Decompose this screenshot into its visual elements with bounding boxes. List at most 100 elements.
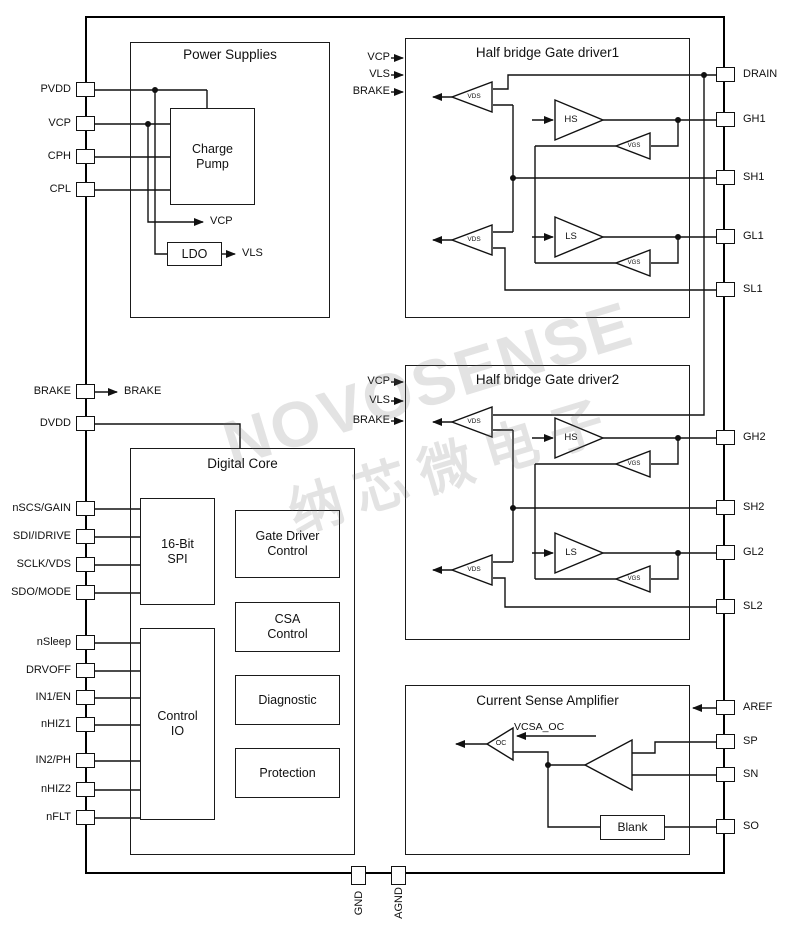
pin-aref: [716, 700, 735, 715]
pin-dvdd: [76, 416, 95, 431]
pin-label-cph: CPH: [47, 150, 71, 162]
pin-nhiz2: [76, 782, 95, 797]
driver1-vls-input-label: VLS: [369, 68, 390, 80]
driver1-vds-ls-comparator-triangle: [450, 223, 493, 257]
brake-signal-label: BRAKE: [124, 385, 162, 397]
gate-driver-control-box: Gate Driver Control: [235, 510, 340, 578]
pin-label-nflt: nFLT: [46, 811, 71, 823]
diagnostic-box: Diagnostic: [235, 675, 340, 725]
driver2-vgs-ls-comparator-triangle: [614, 564, 651, 594]
pin-sh1: [716, 170, 735, 185]
spi-label: 16-Bit SPI: [161, 536, 194, 566]
pin-label-gl2: GL2: [743, 546, 764, 558]
pin-label-sdi-idrive: SDI/IDRIVE: [12, 530, 71, 542]
pin-nflt: [76, 810, 95, 825]
driver1-vds-hs-comparator-triangle: [450, 80, 493, 114]
csa-wires: [455, 704, 718, 828]
driver2-input-arrows: [391, 378, 404, 425]
pin-label-vcp: VCP: [48, 117, 71, 129]
driver1-ls-buffer-triangle: [554, 215, 605, 259]
driver2-brake-input-label: BRAKE: [352, 414, 390, 426]
pin-label-sh1: SH1: [743, 171, 765, 183]
pin-nscs-gain: [76, 501, 95, 516]
ldo-label: LDO: [181, 246, 208, 261]
pin-label-nhiz1: nHIZ1: [41, 718, 71, 730]
ldo-box: LDO: [167, 242, 222, 266]
driver2-ls-label: LS: [565, 547, 577, 558]
driver2-vcp-input-label: VCP: [367, 375, 390, 387]
pin-brake: [76, 384, 95, 399]
pin-pvdd: [76, 82, 95, 97]
driver1-hs-label: HS: [564, 114, 578, 125]
driver1-vgs-ls-comparator-triangle: [614, 248, 651, 278]
pin-label-dvdd: DVDD: [39, 417, 71, 429]
pin-label-drvoff: DRVOFF: [25, 664, 71, 676]
driver1-hs-buffer-triangle: [554, 98, 605, 142]
diagnostic-label: Diagnostic: [258, 692, 317, 707]
power-supplies-title: Power Supplies: [183, 47, 277, 62]
driver1-vgs-hs-label: VGS: [627, 143, 641, 149]
pin-so: [716, 819, 735, 834]
charge-pump-box: Charge Pump: [170, 108, 255, 205]
pin-cph: [76, 149, 95, 164]
pin-label-gh2: GH2: [743, 431, 766, 443]
driver2-vds-hs-label: VDS: [467, 418, 481, 425]
pin-label-drain: DRAIN: [743, 68, 778, 80]
driver2-wires: [432, 405, 718, 608]
driver2-vgs-hs-label: VGS: [627, 461, 641, 467]
driver1-vds-hs-label: VDS: [467, 93, 481, 100]
oc-comparator-triangle: [485, 726, 514, 762]
pin-label-sh2: SH2: [743, 501, 765, 513]
digital-core-block: [130, 448, 355, 855]
driver1-vcp-input-label: VCP: [367, 51, 390, 63]
driver1-vgs-ls-label: VGS: [627, 260, 641, 266]
gate-driver2-block: [405, 365, 690, 640]
pin-label-gh1: GH1: [743, 113, 766, 125]
pin-gh1: [716, 112, 735, 127]
pin-nhiz1: [76, 717, 95, 732]
charge-pump-label: Charge Pump: [192, 141, 233, 171]
pin-gh2: [716, 430, 735, 445]
pin-drvoff: [76, 663, 95, 678]
pin-gl1: [716, 229, 735, 244]
power-wires: [94, 87, 236, 258]
digital-core-title: Digital Core: [207, 456, 278, 471]
driver2-vgs-hs-comparator-triangle: [614, 449, 651, 479]
pin-sl1: [716, 282, 735, 297]
pin-nsleep: [76, 635, 95, 650]
protection-box: Protection: [235, 748, 340, 798]
driver2-hs-buffer-triangle: [554, 416, 605, 460]
vls-rail-label: VLS: [242, 247, 263, 259]
control-io-label: Control IO: [157, 709, 198, 738]
pin-label-sclk-vds: SCLK/VDS: [16, 558, 71, 570]
pin-sh2: [716, 500, 735, 515]
driver1-wires: [432, 72, 718, 416]
pin-label-so: SO: [743, 820, 759, 832]
pin-label-gnd: GND: [353, 890, 365, 916]
vcsa-oc-label: VCSA_OC: [514, 721, 565, 733]
gate-driver1-block: [405, 38, 690, 318]
control-io-box: Control IO: [140, 628, 215, 820]
pin-label-agnd: AGND: [393, 887, 405, 919]
oc-comparator-label: OC: [495, 740, 507, 747]
pin-label-nsleep: nSleep: [36, 636, 71, 648]
spi-box: 16-Bit SPI: [140, 498, 215, 605]
current-sense-amplifier-block: [405, 685, 690, 855]
pin-label-in2-ph: IN2/PH: [35, 754, 71, 766]
gate-driver-control-label: Gate Driver Control: [255, 529, 320, 558]
pin-label-sdo-mode: SDO/MODE: [11, 586, 71, 598]
pin-in2-ph: [76, 753, 95, 768]
vcp-rail-label: VCP: [210, 215, 233, 227]
protection-label: Protection: [259, 765, 316, 780]
left-pin-wires: [94, 388, 241, 819]
pin-agnd: [391, 866, 406, 885]
pin-sdo-mode: [76, 585, 95, 600]
pin-gnd: [351, 866, 366, 885]
pin-label-sp: SP: [743, 735, 758, 747]
pin-sdi-idrive: [76, 529, 95, 544]
driver2-vds-ls-comparator-triangle: [450, 553, 493, 587]
pin-sp: [716, 734, 735, 749]
pin-label-in1-en: IN1/EN: [35, 691, 71, 703]
